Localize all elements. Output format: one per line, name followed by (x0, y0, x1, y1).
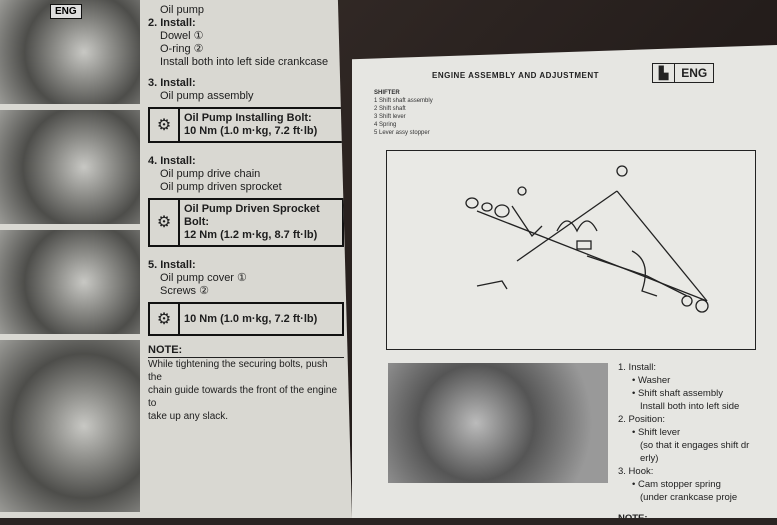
photo-column: ENG (0, 0, 140, 518)
torque-box: ⚙ 10 Nm (1.0 m·kg, 7.2 ft·lb) (148, 302, 344, 336)
list-item: Screws ② (160, 285, 209, 297)
wrench-bolt-icon: ⚙ (150, 304, 180, 334)
text: Install both into left side (640, 401, 740, 412)
torque-title: Oil Pump Installing Bolt: (184, 112, 312, 124)
text: erly) (640, 453, 659, 464)
text: (so that it engages shift dr (640, 440, 750, 451)
install-steps: 1. Install: • Washer • Shift shaft assem… (618, 361, 750, 524)
section-header: ENGINE ASSEMBLY AND ADJUSTMENT (432, 71, 600, 80)
wrench-bolt-icon: ⚙ (150, 200, 180, 245)
torque-box: ⚙ Oil Pump Installing Bolt:10 Nm (1.0 m·… (148, 107, 344, 143)
list-item: Oil pump drive chain (160, 168, 261, 180)
text: Oil pump (160, 4, 205, 16)
engine-photo-4 (0, 340, 140, 518)
list-item: O-ring ② (160, 43, 204, 55)
legend-item: 4 Spring (374, 122, 397, 128)
left-page-text: Oil pump 2. Install: Dowel ① O-ring ② In… (148, 4, 344, 423)
torque-title: Oil Pump Driven Sprocket Bolt: (184, 203, 320, 228)
step-label: 2. Install: (148, 17, 196, 29)
list-item: Dowel ① (160, 30, 204, 42)
torque-value: 10 Nm (1.0 m·kg, 7.2 ft·lb) (184, 312, 318, 325)
eng-badge: ENG (50, 4, 82, 19)
left-page: ENG Oil pump 2. Install: Dowel ① O-ring … (0, 0, 352, 518)
note-text: take up any slack. (148, 411, 229, 422)
list-item: Oil pump driven sprocket (160, 181, 282, 193)
note-label: NOTE: (618, 513, 648, 524)
parts-legend: SHIFTER 1 Shift shaft assembly 2 Shift s… (374, 89, 433, 137)
list-item: Oil pump cover ① (160, 272, 247, 284)
torque-value: 12 Nm (1.2 m·kg, 8.7 ft·lb) (184, 229, 318, 241)
wrench-bolt-icon: ⚙ (150, 109, 180, 141)
right-page: ENGINE ASSEMBLY AND ADJUSTMENT ▙ ENG SHI… (352, 45, 777, 518)
step-label: 1. Install: (618, 362, 657, 373)
note-label: NOTE: (148, 344, 344, 358)
text: Install both into left side crankcase (160, 56, 329, 68)
list-item: • Shift shaft assembly (632, 388, 723, 399)
legend-title: SHIFTER (374, 90, 400, 96)
note-text: chain guide towards the front of the eng… (148, 385, 338, 409)
step-label: 3. Hook: (618, 466, 654, 477)
list-item: • Washer (632, 375, 671, 386)
note-text: While tightening the securing bolts, pus… (148, 359, 328, 383)
text: (under crankcase proje (640, 492, 738, 503)
list-item: Oil pump assembly (160, 90, 254, 102)
step-label: 2. Position: (618, 414, 665, 425)
legend-item: 1 Shift shaft assembly (374, 98, 433, 104)
step-label: 4. Install: (148, 155, 196, 167)
shifter-diagram (386, 150, 756, 350)
list-item: • Shift lever (632, 427, 681, 438)
exploded-view-drawing (465, 165, 709, 313)
engine-photo-2 (0, 110, 140, 230)
crankcase-photo (388, 363, 608, 483)
legend-item: 5 Lever assy stopper (374, 130, 430, 136)
list-item: • Cam stopper spring (632, 479, 721, 490)
torque-box: ⚙ Oil Pump Driven Sprocket Bolt:12 Nm (1… (148, 198, 344, 247)
engine-icon: ▙ (659, 66, 669, 80)
legend-item: 2 Shift shaft (374, 106, 406, 112)
legend-item: 3 Shift lever (374, 114, 406, 120)
step-label: 3. Install: (148, 77, 196, 89)
eng-label: ENG (674, 64, 713, 82)
torque-value: 10 Nm (1.0 m·kg, 7.2 ft·lb) (184, 125, 318, 137)
engine-photo-3 (0, 230, 140, 340)
eng-badge: ▙ ENG (652, 63, 715, 83)
step-label: 5. Install: (148, 259, 196, 271)
